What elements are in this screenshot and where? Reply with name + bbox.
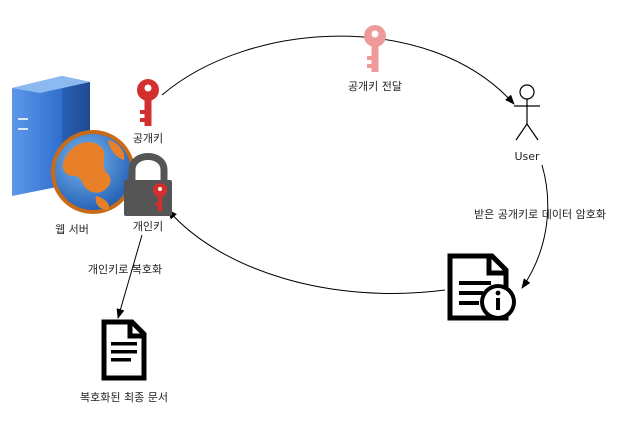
private-key-icon	[153, 183, 167, 211]
user-label: User	[514, 150, 540, 163]
globe-icon	[51, 130, 135, 214]
user-icon	[514, 84, 540, 141]
private-key-label: 개인키	[133, 220, 163, 233]
user-to-document-arrow	[521, 164, 549, 289]
final-document-icon	[101, 319, 147, 381]
document-to-private-key-arrow	[167, 209, 446, 294]
encrypt-note-label: 받은 공개키로 데이터 암호화	[474, 208, 606, 221]
decrypt-note-label: 개인키로 복호화	[88, 263, 162, 276]
public-key-label: 공개키	[133, 132, 163, 145]
public-key-icon	[137, 79, 159, 126]
info-icon	[480, 284, 516, 320]
public-key-transfer-arrow	[161, 35, 515, 105]
final-document-label: 복호화된 최종 문서	[80, 391, 168, 404]
web-server-label: 웹 서버	[55, 223, 89, 236]
public-key-transfer-label: 공개키 전달	[348, 80, 402, 93]
transferred-key-icon	[364, 25, 386, 72]
decrypt-arrow	[116, 234, 143, 319]
